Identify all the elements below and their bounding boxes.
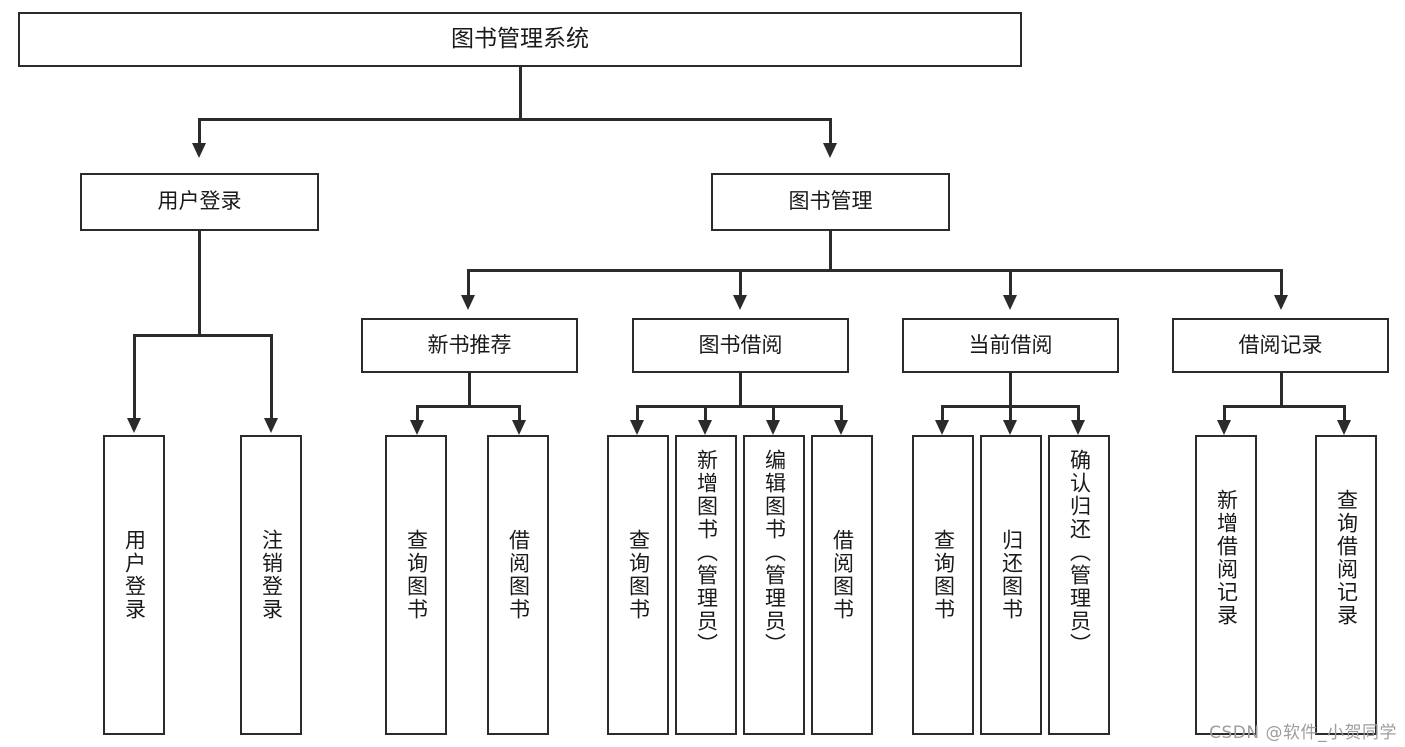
- node-label: 借阅记录: [1238, 332, 1323, 357]
- arrowhead-user-login: [192, 143, 206, 158]
- edge-user-login-stem: [198, 231, 201, 334]
- arrowhead-bb-leaf-3: [766, 420, 780, 435]
- leaf-label: 新增图书（管理员）: [694, 449, 719, 656]
- leaf-label: 归还图书: [999, 529, 1024, 621]
- edge-drop-cb-leaf-1: [941, 405, 944, 422]
- leaf-user-login[interactable]: 用户登录: [103, 435, 165, 735]
- arrowhead-book-borrow: [733, 295, 747, 310]
- arrowhead-nb-leaf-2: [512, 420, 526, 435]
- edge-drop-leaf-logout: [270, 334, 273, 420]
- arrowhead-bb-leaf-2: [698, 420, 712, 435]
- arrowhead-nb-leaf-1: [410, 420, 424, 435]
- node-user-login[interactable]: 用户登录: [80, 173, 319, 231]
- leaf-query-borrow-record[interactable]: 查询借阅记录: [1315, 435, 1377, 735]
- arrowhead-bb-leaf-1: [630, 420, 644, 435]
- edge-book-borrow-bus: [636, 405, 843, 408]
- node-label: 用户登录: [157, 189, 242, 214]
- leaf-confirm-return-admin[interactable]: 确认归还（管理员）: [1048, 435, 1110, 735]
- node-label: 当前借阅: [968, 332, 1053, 357]
- edge-drop-cb-leaf-3: [1077, 405, 1080, 422]
- edge-drop-nb-leaf-1: [416, 405, 419, 422]
- node-label: 图书借阅: [698, 332, 783, 357]
- leaf-label: 借阅图书: [506, 529, 531, 621]
- leaf-label: 新增借阅记录: [1214, 489, 1239, 627]
- leaf-return-book[interactable]: 归还图书: [980, 435, 1042, 735]
- leaf-label: 借阅图书: [830, 529, 855, 621]
- arrowhead-borrow-record: [1274, 295, 1288, 310]
- leaf-label: 查询图书: [404, 529, 429, 621]
- node-root-system[interactable]: 图书管理系统: [18, 12, 1022, 67]
- arrowhead-leaf-logout: [264, 418, 278, 433]
- leaf-add-borrow-record[interactable]: 新增借阅记录: [1195, 435, 1257, 735]
- leaf-logout[interactable]: 注销登录: [240, 435, 302, 735]
- arrowhead-cb-leaf-1: [935, 420, 949, 435]
- arrowhead-leaf-user-login: [127, 418, 141, 433]
- edge-drop-cb-leaf-2: [1009, 405, 1012, 422]
- edge-drop-br-leaf-1: [1223, 405, 1226, 422]
- node-new-book-recommend[interactable]: 新书推荐: [361, 318, 578, 373]
- leaf-query-book-recommend[interactable]: 查询图书: [385, 435, 447, 735]
- leaf-label: 注销登录: [259, 529, 284, 621]
- edge-new-book-bus: [416, 405, 521, 408]
- edge-drop-book-borrow: [739, 269, 742, 297]
- leaf-label: 编辑图书（管理员）: [762, 449, 787, 656]
- edge-drop-bb-leaf-3: [772, 405, 775, 422]
- edge-drop-nb-leaf-2: [518, 405, 521, 422]
- leaf-query-book-current[interactable]: 查询图书: [912, 435, 974, 735]
- node-book-management[interactable]: 图书管理: [711, 173, 950, 231]
- edge-drop-current-borrow: [1009, 269, 1012, 297]
- arrowhead-new-book: [461, 295, 475, 310]
- leaf-label: 用户登录: [122, 529, 147, 621]
- edge-drop-borrow-record: [1280, 269, 1283, 297]
- arrowhead-bb-leaf-4: [834, 420, 848, 435]
- node-borrow-record[interactable]: 借阅记录: [1172, 318, 1389, 373]
- edge-current-borrow-stem: [1009, 373, 1012, 407]
- leaf-label: 查询借阅记录: [1334, 489, 1359, 627]
- edge-drop-user-login: [198, 118, 201, 145]
- arrowhead-book-manage: [823, 143, 837, 158]
- arrowhead-br-leaf-1: [1217, 420, 1231, 435]
- leaf-edit-book-admin[interactable]: 编辑图书（管理员）: [743, 435, 805, 735]
- arrowhead-br-leaf-2: [1337, 420, 1351, 435]
- edge-user-login-bus: [133, 334, 273, 337]
- node-book-borrow[interactable]: 图书借阅: [632, 318, 849, 373]
- edge-drop-bb-leaf-4: [840, 405, 843, 422]
- edge-book-borrow-stem: [739, 373, 742, 407]
- edge-borrow-record-bus: [1223, 405, 1346, 408]
- edge-drop-bb-leaf-2: [704, 405, 707, 422]
- node-label: 新书推荐: [427, 332, 512, 357]
- node-label: 图书管理系统: [451, 26, 589, 53]
- edge-drop-leaf-user-login: [133, 334, 136, 420]
- edge-root-stem: [519, 67, 522, 118]
- leaf-borrow-book[interactable]: 借阅图书: [811, 435, 873, 735]
- arrowhead-cb-leaf-3: [1071, 420, 1085, 435]
- leaf-query-book-borrow[interactable]: 查询图书: [607, 435, 669, 735]
- edge-book-manage-stem: [829, 231, 832, 271]
- node-label: 图书管理: [788, 189, 873, 214]
- leaf-add-book-admin[interactable]: 新增图书（管理员）: [675, 435, 737, 735]
- edge-drop-new-book: [467, 269, 470, 297]
- leaf-label: 查询图书: [931, 529, 956, 621]
- arrowhead-cb-leaf-2: [1003, 420, 1017, 435]
- edge-drop-book-manage: [829, 118, 832, 145]
- leaf-label: 查询图书: [626, 529, 651, 621]
- leaf-borrow-book-recommend[interactable]: 借阅图书: [487, 435, 549, 735]
- edge-root-bus: [198, 118, 832, 121]
- edge-drop-br-leaf-2: [1343, 405, 1346, 422]
- leaf-label: 确认归还（管理员）: [1067, 449, 1092, 656]
- edge-borrow-record-stem: [1280, 373, 1283, 407]
- node-current-borrow[interactable]: 当前借阅: [902, 318, 1119, 373]
- edge-book-manage-bus: [467, 269, 1283, 272]
- arrowhead-current-borrow: [1003, 295, 1017, 310]
- edge-drop-bb-leaf-1: [636, 405, 639, 422]
- edge-new-book-stem: [468, 373, 471, 407]
